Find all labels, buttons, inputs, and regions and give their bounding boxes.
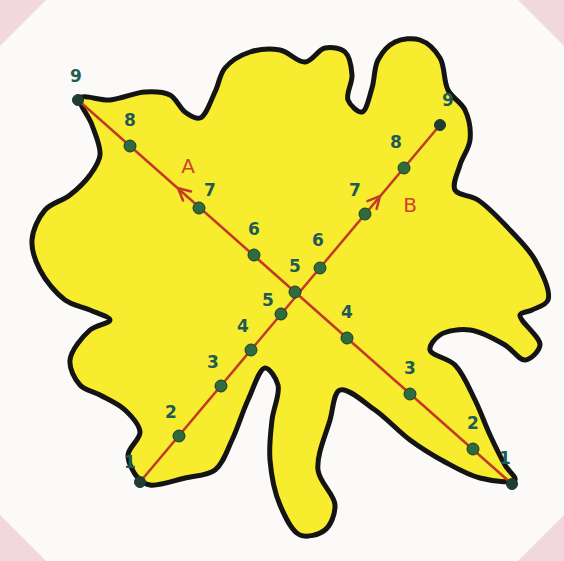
point-number: 1 — [499, 450, 511, 467]
measure-point — [507, 479, 518, 490]
measure-line — [140, 125, 440, 482]
point-number: 8 — [390, 134, 402, 151]
line-letter: A — [181, 156, 195, 176]
measure-point — [341, 332, 353, 344]
measure-point — [135, 477, 146, 488]
point-number: 5 — [289, 258, 301, 275]
measure-point — [215, 380, 227, 392]
point-number: 3 — [207, 354, 219, 371]
measure-point — [245, 344, 257, 356]
measure-point — [359, 208, 371, 220]
measure-point — [435, 120, 446, 131]
measure-point — [398, 162, 410, 174]
point-number: 6 — [248, 221, 260, 238]
point-number: 7 — [349, 182, 361, 199]
measure-point — [248, 249, 260, 261]
measure-point — [275, 308, 287, 320]
photo-corner — [518, 515, 564, 561]
direction-arrow — [367, 196, 380, 209]
point-number: 9 — [70, 68, 82, 85]
measure-point — [124, 140, 136, 152]
point-number: 4 — [341, 304, 353, 321]
point-number: 1 — [124, 454, 136, 471]
point-number: 3 — [404, 360, 416, 377]
measure-point — [467, 443, 479, 455]
line-letter: B — [403, 195, 417, 215]
leaf-outline — [32, 39, 549, 536]
measure-line — [78, 100, 512, 484]
photo-corner — [0, 0, 46, 46]
point-number: 4 — [237, 318, 249, 335]
measure-point — [404, 388, 416, 400]
measure-point — [289, 286, 301, 298]
point-number: 7 — [204, 182, 216, 199]
measure-point — [173, 430, 185, 442]
point-number: 2 — [467, 415, 479, 432]
point-number: 8 — [124, 112, 136, 129]
point-number: 6 — [312, 232, 324, 249]
point-number: 5 — [262, 292, 274, 309]
point-number: 9 — [442, 92, 454, 109]
point-number: 2 — [165, 404, 177, 421]
direction-arrow — [178, 188, 191, 201]
measure-point — [73, 95, 84, 106]
photo-corner — [0, 515, 46, 561]
measure-point — [314, 262, 326, 274]
measure-point — [193, 202, 205, 214]
photo-corner — [518, 0, 564, 46]
